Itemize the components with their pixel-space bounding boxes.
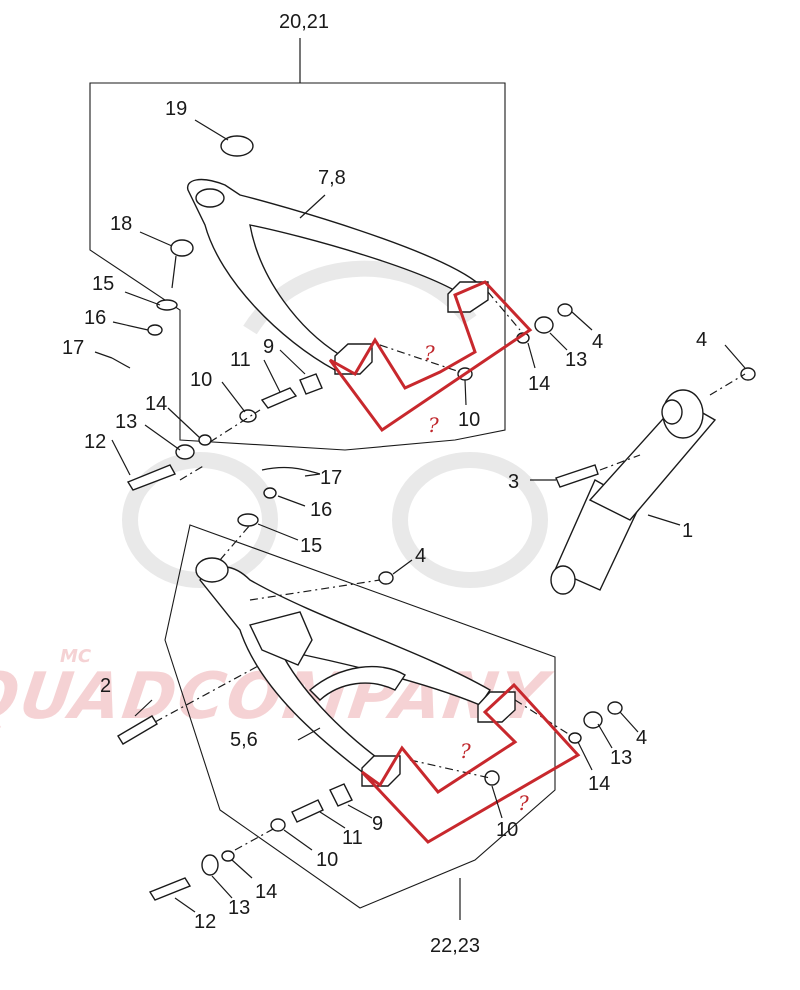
callout-11-lower: 11 [342, 827, 363, 849]
lower-assembly-label: 22,23 [430, 935, 480, 957]
upper-assembly-label: 20,21 [279, 11, 329, 33]
lower-assembly-box [164, 524, 556, 909]
callout-4-shock: 4 [696, 329, 707, 351]
callout-14-upper-a: 14 [145, 393, 167, 415]
question-mark-upper-a: ? [424, 341, 435, 365]
callout-13-lower-b: 13 [228, 897, 250, 919]
callout-2: 2 [100, 675, 111, 697]
upper-highlight-bracket [328, 280, 533, 433]
callout-10-lower-a: 10 [496, 819, 518, 841]
question-marks: ? ? ? ? [424, 341, 529, 815]
callout-1: 1 [682, 520, 693, 542]
callout-5-6: 5,6 [230, 729, 258, 751]
callout-11-upper: 11 [230, 349, 251, 371]
callout-14-lower-b: 14 [255, 881, 277, 903]
callout-4-lower-a: 4 [415, 545, 426, 567]
callout-13-upper-b: 13 [565, 349, 587, 371]
callout-9-lower: 9 [372, 813, 383, 835]
question-mark-lower-a: ? [460, 739, 471, 763]
callout-3: 3 [508, 471, 519, 493]
ball-joint-icon [170, 239, 194, 257]
callout-labels: 20,21 22,23 19 7,8 18 15 16 17 11 9 10 1… [62, 11, 707, 957]
callout-15-middle: 15 [300, 535, 322, 557]
watermark-prefix: MC [60, 646, 92, 667]
callout-7-8: 7,8 [318, 167, 346, 189]
callout-10-lower-b: 10 [316, 849, 338, 871]
lower-a-arm [195, 557, 516, 787]
small-parts [111, 135, 756, 901]
question-mark-lower-b: ? [518, 791, 529, 815]
callout-18: 18 [110, 213, 132, 235]
callout-12-upper: 12 [84, 431, 106, 453]
callout-13-lower-a: 13 [610, 747, 632, 769]
callout-15-upper: 15 [92, 273, 114, 295]
lower-highlight-bracket [360, 682, 581, 844]
leader-lines [94, 119, 746, 913]
washer-icon [156, 299, 178, 311]
question-mark-upper-b: ? [428, 413, 439, 437]
callout-19: 19 [165, 98, 187, 120]
assembly-axes [154, 291, 746, 851]
callout-14-lower-a: 14 [588, 773, 610, 795]
callout-16-upper: 16 [84, 307, 106, 329]
highlight-brackets [328, 280, 581, 844]
upper-assembly-box [89, 82, 506, 451]
callout-4-lower-b: 4 [636, 727, 647, 749]
callout-9-upper: 9 [263, 336, 274, 358]
watermark-ring-right [392, 452, 548, 588]
callout-17-middle: 17 [320, 467, 342, 489]
shock-absorber [550, 389, 717, 595]
callout-12-lower: 12 [194, 911, 216, 933]
callout-13-upper-a: 13 [115, 411, 137, 433]
callout-4-upper: 4 [592, 331, 603, 353]
callout-10-upper-b: 10 [458, 409, 480, 431]
callout-14-upper-b: 14 [528, 373, 550, 395]
circlip-icon [220, 135, 254, 157]
callout-17-upper: 17 [62, 337, 84, 359]
castle-nut-icon [147, 324, 163, 336]
callout-10-upper-a: 10 [190, 369, 212, 391]
upper-a-arm [187, 178, 489, 375]
callout-16-middle: 16 [310, 499, 332, 521]
